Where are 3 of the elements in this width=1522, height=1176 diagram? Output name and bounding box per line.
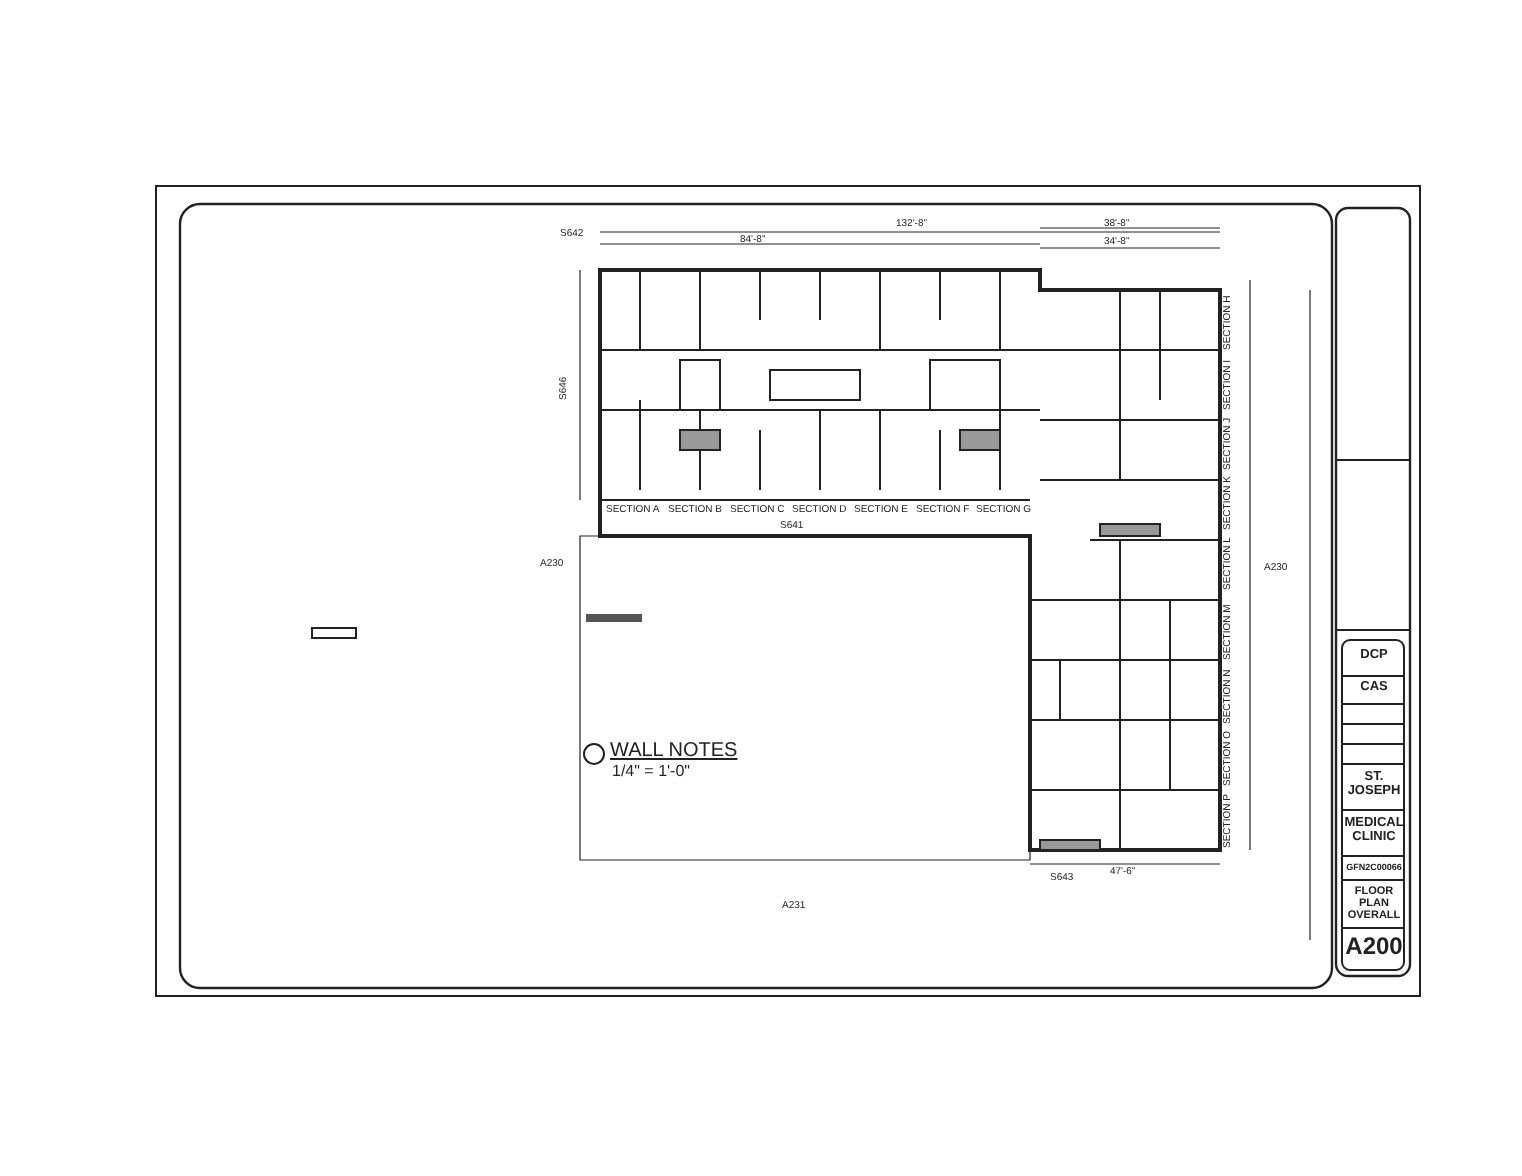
drawing-title: WALL NOTES (610, 742, 738, 762)
drawing-scale: 1/4" = 1'-0" (612, 764, 691, 780)
sheet-number: A200 (1344, 934, 1404, 960)
